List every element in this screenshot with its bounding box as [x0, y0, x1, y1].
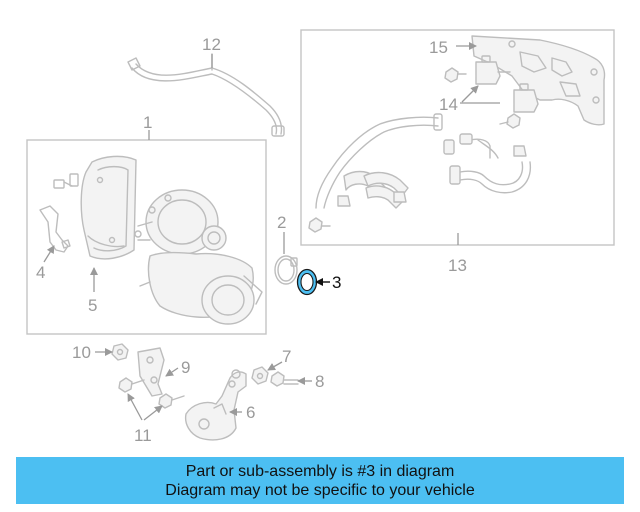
turbo-assembly-frame — [26, 139, 267, 335]
part-3-gasket — [296, 268, 318, 296]
part-12-oil-line — [127, 53, 285, 137]
part-4-bracket — [39, 173, 79, 253]
banner-line-1: Part or sub-assembly is #3 in diagram — [185, 462, 455, 480]
callout-8: 8 — [315, 372, 324, 391]
part-9-mount-bracket — [137, 347, 165, 397]
part-15-mounting-plate — [471, 35, 606, 126]
part-11-bolts — [118, 377, 185, 409]
parts-diagram: 1 2 3 4 5 6 7 8 9 10 11 12 13 14 15 — [26, 29, 615, 445]
part-7-nut — [251, 366, 269, 385]
info-banner: Part or sub-assembly is #3 in diagram Di… — [16, 457, 624, 504]
part-13-coolant-pipes — [315, 113, 532, 209]
part-14-sensor-bracket — [475, 55, 539, 113]
callout-13: 13 — [448, 256, 467, 275]
callout-12: 12 — [202, 35, 221, 54]
part-8-bolt — [270, 371, 299, 387]
callout-2: 2 — [277, 213, 286, 232]
part-2-clamp — [274, 255, 298, 285]
callout-4: 4 — [36, 263, 45, 282]
part-5-heat-shield — [80, 155, 137, 260]
leader-lines — [43, 42, 500, 421]
callout-14: 14 — [439, 95, 458, 114]
banner-line-2: Diagram may not be specific to your vehi… — [165, 481, 475, 499]
callout-3: 3 — [332, 273, 341, 292]
callout-6: 6 — [246, 403, 255, 422]
callout-1: 1 — [143, 113, 152, 132]
callout-10: 10 — [72, 343, 91, 362]
callout-7: 7 — [282, 347, 291, 366]
part-6-support-bracket — [184, 369, 247, 441]
callout-5: 5 — [88, 296, 97, 315]
part-10-nut — [111, 343, 129, 361]
callout-11: 11 — [134, 426, 152, 445]
part-13-bolts — [308, 67, 521, 233]
callout-9: 9 — [181, 358, 190, 377]
part-1-turbocharger — [134, 189, 263, 325]
callout-15: 15 — [429, 38, 448, 57]
